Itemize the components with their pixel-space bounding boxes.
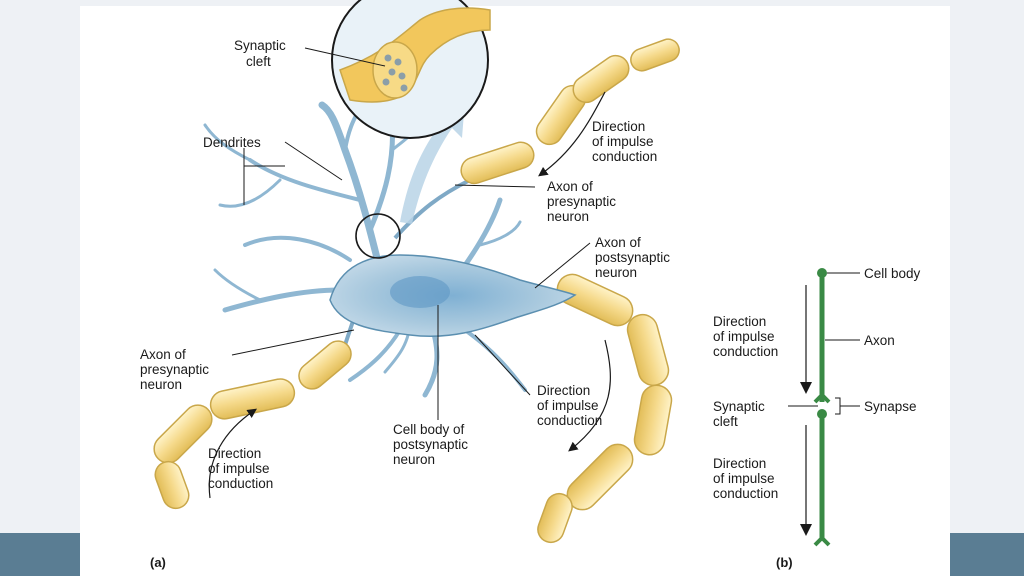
presynaptic-axon-top: [393, 38, 680, 240]
postsynaptic-axon: [537, 273, 673, 544]
postsynaptic-cell-body: [329, 254, 577, 338]
label-dendrites: Dendrites: [203, 135, 261, 150]
label-synapse: Synapse: [864, 399, 917, 414]
leader-lines-b: [788, 272, 860, 415]
label-cell-body: Cell body: [864, 266, 921, 281]
direction-arrows-a: [208, 91, 611, 499]
nucleus: [390, 276, 450, 308]
synaptic-cleft-inset: [331, 0, 491, 139]
panel-label-b: (b): [776, 555, 793, 570]
magnify-arrow: [400, 100, 465, 224]
leader-lines-a: [231, 47, 591, 420]
synapse-highlight-circle: [355, 213, 401, 259]
panel-label-a: (a): [150, 555, 166, 570]
schematic-neuron: [813, 268, 831, 547]
label-axon: Axon: [864, 333, 895, 348]
presynaptic-axon-left: [153, 299, 362, 510]
